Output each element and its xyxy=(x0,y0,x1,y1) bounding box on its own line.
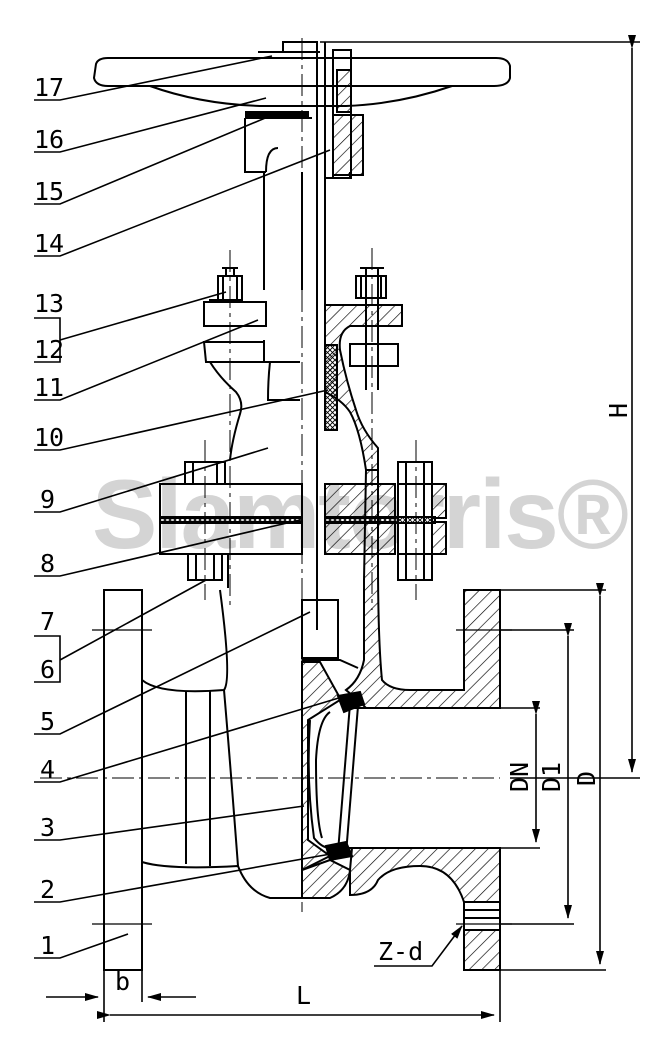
body-bonnet-flange xyxy=(159,461,447,581)
callout-3: 3 xyxy=(40,813,55,842)
dim-D1: D1 xyxy=(537,762,566,792)
dim-H: H xyxy=(604,403,633,418)
body-left xyxy=(103,555,302,971)
dim-D: D xyxy=(572,771,601,786)
leader-lines xyxy=(34,55,353,959)
body-right xyxy=(301,469,501,971)
dim-L: L xyxy=(296,981,311,1010)
callout-numbers: 17 16 15 14 13 12 11 10 9 8 7 6 5 4 3 2 … xyxy=(34,73,64,960)
callout-16: 16 xyxy=(34,125,64,154)
centerlines xyxy=(40,38,500,912)
dim-b: b xyxy=(115,967,130,996)
callout-10: 10 xyxy=(34,423,64,452)
bonnet-left xyxy=(202,267,300,461)
dim-Z-d: Z-d xyxy=(378,937,423,966)
callout-15: 15 xyxy=(34,177,64,206)
callout-11: 11 xyxy=(34,373,64,402)
dimension-labels: H DN D1 D L b Z-d xyxy=(115,403,633,1010)
disc-left xyxy=(301,599,359,669)
dimension-lines xyxy=(46,35,640,1022)
stem xyxy=(316,42,326,630)
callout-14: 14 xyxy=(34,229,64,258)
callout-4: 4 xyxy=(40,755,55,784)
callout-8: 8 xyxy=(40,549,55,578)
callout-1: 1 xyxy=(40,931,55,960)
callout-7: 7 xyxy=(40,607,55,636)
callout-9: 9 xyxy=(40,485,55,514)
callout-5: 5 xyxy=(40,707,55,736)
callout-17: 17 xyxy=(34,73,64,102)
bonnet-right xyxy=(324,267,403,471)
callout-6: 6 xyxy=(40,655,55,684)
callout-12: 12 xyxy=(34,335,64,364)
callout-2: 2 xyxy=(40,875,55,904)
gland-washer xyxy=(245,111,309,118)
yoke-nut xyxy=(325,49,364,179)
callout-13: 13 xyxy=(34,289,64,318)
dim-DN: DN xyxy=(505,762,534,792)
